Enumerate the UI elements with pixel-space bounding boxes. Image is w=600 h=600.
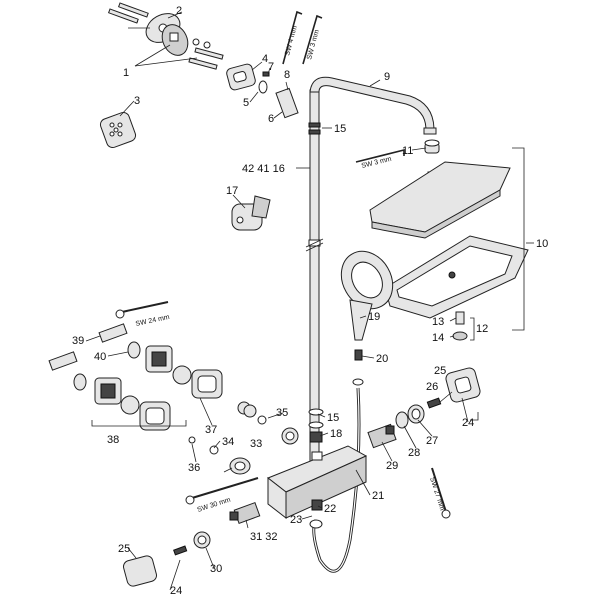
callout-29: 29 <box>386 460 398 472</box>
callout-2: 2 <box>176 5 182 17</box>
callout-15b: 15 <box>327 412 339 424</box>
handle-25-right <box>445 367 481 403</box>
tool-sw3-shower: SW 3 mm <box>361 156 393 170</box>
callout-19: 19 <box>368 311 380 323</box>
callout-25a: 25 <box>434 365 446 377</box>
callout-28: 28 <box>408 447 420 459</box>
callout-21: 21 <box>372 490 384 502</box>
callout-36: 36 <box>188 462 200 474</box>
screw-26 <box>426 397 442 409</box>
callout-39: 39 <box>72 335 84 347</box>
grub-screw <box>262 71 270 77</box>
allen-key-3mm <box>302 14 323 65</box>
thermostat-body <box>267 445 368 520</box>
callout-15a: 15 <box>334 123 346 135</box>
wrench-24mm <box>115 301 169 319</box>
callout-31-32: 31 32 <box>250 531 278 543</box>
allen-key-3mm-b <box>355 148 405 163</box>
tool-sw4: SW 4 mm <box>284 25 299 57</box>
washers <box>192 38 211 49</box>
callout-20: 20 <box>376 353 388 365</box>
callout-27: 27 <box>426 435 438 447</box>
cover-plate <box>99 111 137 149</box>
hose-nipple <box>354 349 363 361</box>
callout-24b: 24 <box>170 585 182 597</box>
callout-24a: 24 <box>462 417 474 429</box>
wall-connector-tube <box>275 87 299 119</box>
mounting-bracket <box>161 24 189 56</box>
adapter-ring <box>308 408 324 443</box>
hose-nut <box>352 378 364 386</box>
wall-flange-38 <box>94 345 192 415</box>
callout-33: 33 <box>250 438 262 450</box>
washers-34-35 <box>188 401 267 455</box>
union-nut-40 <box>73 341 141 391</box>
handle-25-left <box>122 555 158 587</box>
tool-sw27: SW 27 mm <box>428 476 445 511</box>
callout-17: 17 <box>226 185 238 197</box>
cartridge-29 <box>367 423 397 449</box>
callout-23: 23 <box>290 514 302 526</box>
outlet-23 <box>309 499 323 529</box>
callout-26: 26 <box>426 381 438 393</box>
callout-6: 6 <box>268 113 274 125</box>
callout-34: 34 <box>222 436 234 448</box>
callout-14: 14 <box>432 332 444 344</box>
shower-connector <box>424 139 440 154</box>
callout-35: 35 <box>276 407 288 419</box>
callout-3: 3 <box>134 95 140 107</box>
callout-40: 40 <box>94 351 106 363</box>
callout-30: 30 <box>210 563 222 575</box>
cartridge-31 <box>229 502 261 524</box>
shower-holder <box>231 195 271 231</box>
callout-18: 18 <box>330 428 342 440</box>
s-union-39 <box>48 323 128 371</box>
callout-8: 8 <box>284 69 290 81</box>
bracket-10 <box>512 147 525 331</box>
overhead-shower-faceplate <box>384 235 529 319</box>
callout-11: 11 <box>402 145 413 157</box>
leader-lines <box>85 11 534 591</box>
o-ring <box>258 80 268 94</box>
wrench-30mm <box>185 477 259 505</box>
nut-30 <box>193 531 211 549</box>
callout-38: 38 <box>107 434 119 446</box>
callout-labels: 1 2 3 4 5 6 7 8 9 10 11 12 13 14 15 15 4… <box>72 5 548 597</box>
shower-hose <box>312 387 361 573</box>
cover-37 <box>139 369 223 431</box>
callout-10: 10 <box>536 238 548 250</box>
allen-key-4mm <box>282 10 303 65</box>
callout-13: 13 <box>432 316 444 328</box>
wrench-27mm <box>431 467 451 519</box>
callout-25b: 25 <box>118 543 130 555</box>
wall-rosette <box>226 63 256 91</box>
overhead-shower <box>369 161 511 239</box>
callout-7: 7 <box>268 61 274 73</box>
shower-arm <box>309 76 437 135</box>
wall-mount-screws <box>107 2 224 70</box>
check-valve <box>452 311 468 341</box>
hand-shower <box>340 250 394 341</box>
callout-9: 9 <box>384 71 390 83</box>
ring-33 <box>229 427 299 475</box>
screw-small <box>173 545 188 556</box>
callout-5: 5 <box>243 97 249 109</box>
callout-42-41-16: 42 41 16 <box>242 163 285 175</box>
nut-27-28 <box>395 404 425 429</box>
callout-22: 22 <box>324 503 336 515</box>
callout-37: 37 <box>205 424 217 436</box>
tool-sw24: SW 24 mm <box>135 314 170 328</box>
callout-12: 12 <box>476 323 488 335</box>
callout-1: 1 <box>123 67 129 79</box>
callout-4: 4 <box>262 53 268 65</box>
tool-sw30: SW 30 mm <box>196 496 231 513</box>
